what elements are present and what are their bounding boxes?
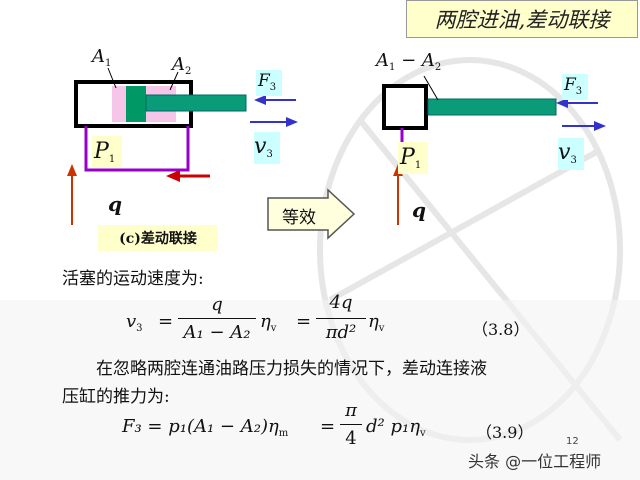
formula1-den1: A₁ − A₂ [183,322,251,343]
left-label-v3: v3 [254,134,273,160]
left-label-a1: A1 [92,46,112,69]
left-v3-tag [254,132,280,164]
formula1-den2: πd² [325,322,357,343]
right-cylinder-diagram [382,75,606,225]
left-piston-rod [145,94,247,112]
right-label-area: A1 − A2 [376,50,442,73]
formula1-eq: = [158,311,174,332]
slide-title: 两腔进油,差动联接 [406,0,638,38]
left-label-a2: A2 [172,54,192,77]
formula2-den: 4 [345,428,357,449]
left-piston [126,86,146,122]
text-line-3: 压缸的推力为: [62,387,170,407]
formula2-rhs: d² p₁ηv [366,416,426,439]
formula1-num2: 4q [329,292,353,313]
right-f3-tag [562,74,588,100]
formula1-num1: q [211,294,223,315]
formula2-eq: = [320,416,336,437]
equivalence-label: 等效 [282,208,316,228]
formula1-number: （3.8） [472,320,530,339]
formula1-eq2: = [296,311,312,332]
equivalence-arrow-shape [267,188,356,240]
formula1-eta2: ηv [368,311,385,334]
formula2-number: （3.9） [476,423,534,442]
right-label-f3: F3 [564,75,583,97]
formula1-fracline2 [316,318,366,319]
left-f3-tag [256,70,282,96]
right-label-q: q [412,198,426,222]
left-cylinder-diagram [67,67,298,225]
left-label-q: q [108,192,122,216]
right-piston-rod [427,98,557,116]
right-v3-tag [558,138,584,170]
slide-number: 12 [566,436,579,447]
formula1-lhs: v3 [126,311,143,334]
right-p1-tag [398,142,428,174]
left-caption: (c)差动联接 [98,225,218,251]
right-label-v3: v3 [558,140,577,166]
text-line-1: 活塞的运动速度为: [62,269,204,289]
left-chamber-a1 [112,86,126,122]
formula2-num: π [345,400,357,421]
formula1-eta1: ηv [260,311,277,334]
text-line-2: 在忽略两腔连通油路压力损失的情况下，差动连接液 [96,359,487,379]
left-label-p1: P1 [94,139,116,165]
right-cylinder-body [382,84,428,130]
formula1-fracline1 [178,318,256,319]
right-label-p1: P1 [400,145,422,171]
watermark: 头条 @一位工程师 [468,452,602,471]
left-pipe [84,126,190,172]
left-p1-tag [92,136,122,168]
formula2-lhs: F₃ = p₁(A₁ − A₂)ηm [122,416,289,439]
left-label-f3: F3 [258,71,277,93]
formula2-fracline [340,424,362,425]
